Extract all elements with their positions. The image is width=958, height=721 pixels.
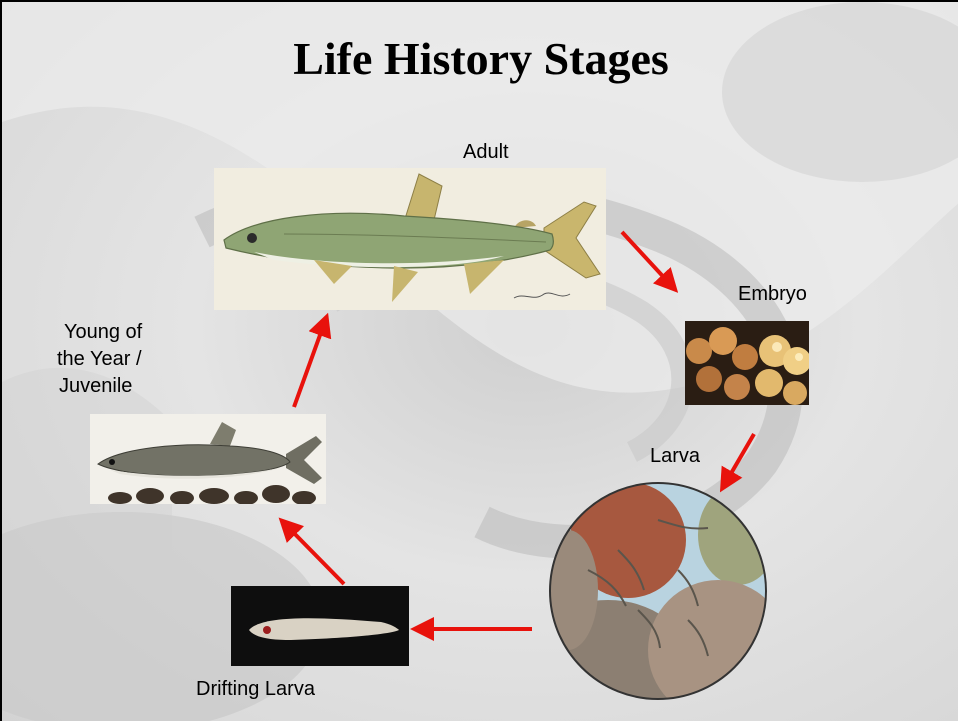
adult-fish-image bbox=[214, 168, 606, 310]
juvenile-fish-image bbox=[90, 414, 326, 504]
drifting-larva-image bbox=[231, 586, 409, 666]
slide-title: Life History Stages bbox=[2, 32, 958, 85]
juvenile-label-line2: the Year / bbox=[57, 346, 142, 372]
drifting-larva-label: Drifting Larva bbox=[196, 676, 315, 702]
adult-label: Adult bbox=[463, 139, 509, 165]
juvenile-label-line3: Juvenile bbox=[59, 373, 132, 399]
embryo-label: Embryo bbox=[738, 281, 807, 307]
embryo-image bbox=[685, 321, 809, 405]
larva-label: Larva bbox=[650, 443, 700, 469]
larva-image bbox=[548, 480, 768, 702]
juvenile-label-line1: Young of bbox=[64, 319, 142, 345]
